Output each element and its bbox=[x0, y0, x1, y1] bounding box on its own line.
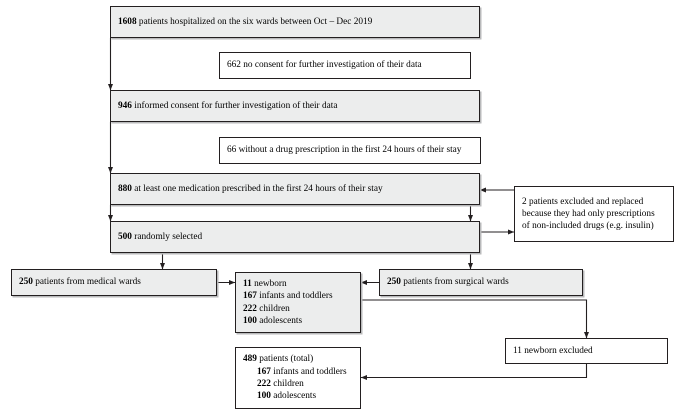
node-label-text: children bbox=[256, 303, 290, 314]
node-text-line: 66 without a drug prescription in the fi… bbox=[227, 144, 473, 156]
node-label-text: adolescents bbox=[256, 315, 303, 326]
node-text-line: because they had only prescriptions bbox=[522, 208, 666, 220]
node-label-text: infants and toddlers bbox=[256, 291, 333, 302]
node-label-text: patients (total) bbox=[256, 354, 314, 365]
node-newborn-excluded: 11 newborn excluded bbox=[505, 338, 668, 364]
node-no-consent: 662 no consent for further investigation… bbox=[219, 52, 471, 79]
node-label-text: informed consent for further investigati… bbox=[131, 100, 338, 111]
node-label-text: randomly selected bbox=[131, 231, 203, 242]
node-text-line: 11 newborn excluded bbox=[513, 345, 660, 357]
node-informed-consent: 946 informed consent for further investi… bbox=[110, 90, 480, 122]
node-count-value: 946 bbox=[118, 100, 132, 111]
node-count-value: 222 bbox=[243, 303, 257, 314]
node-label-text: 2 patients excluded and replaced bbox=[522, 196, 644, 207]
node-text-line: 880 at least one medication prescribed i… bbox=[118, 183, 472, 195]
node-label-text: at least one medication prescribed in th… bbox=[131, 183, 383, 194]
node-medical-wards: 250 patients from medical wards bbox=[11, 269, 217, 296]
node-label-text: infants and toddlers bbox=[270, 366, 347, 377]
node-text-line: 222 children bbox=[243, 303, 353, 315]
node-text-line: 489 patients (total) bbox=[243, 353, 353, 365]
node-text-line: 100 adolescents bbox=[243, 315, 353, 327]
node-label-text: patients hospitalized on the six wards b… bbox=[136, 16, 373, 27]
node-label-text: 11 newborn excluded bbox=[513, 345, 593, 356]
node-label-text: newborn bbox=[251, 278, 287, 289]
node-text-line: 222 children bbox=[243, 378, 353, 390]
connector-newbornexcluded-to-total bbox=[360, 364, 588, 381]
node-count-value: 222 bbox=[257, 379, 271, 389]
node-text-line: 11 newborn bbox=[243, 278, 353, 290]
node-label-text: patients from surgical wards bbox=[400, 277, 509, 288]
node-text-line: 662 no consent for further investigation… bbox=[227, 59, 463, 71]
node-count-value: 500 bbox=[118, 231, 132, 242]
node-label-text: patients from medical wards bbox=[32, 277, 141, 288]
node-count-value: 250 bbox=[387, 277, 401, 288]
node-label-text: children bbox=[270, 379, 304, 389]
node-label-text: adolescents bbox=[270, 391, 317, 402]
node-count-value: 100 bbox=[243, 315, 257, 326]
node-text-line: 500 randomly selected bbox=[118, 231, 472, 243]
node-count-value: 880 bbox=[118, 183, 132, 194]
node-no-prescription: 66 without a drug prescription in the fi… bbox=[219, 137, 481, 164]
connector-agegroups-to-newbornexcluded bbox=[361, 299, 590, 339]
node-hospitalized: 1608 patients hospitalized on the six wa… bbox=[110, 6, 480, 38]
node-randomly-selected: 500 randomly selected bbox=[110, 221, 480, 253]
node-count-value: 489 bbox=[243, 354, 257, 365]
node-text-line: 167 infants and toddlers bbox=[243, 366, 353, 378]
node-count-value: 1608 bbox=[118, 16, 137, 27]
node-surgical-wards: 250 patients from surgical wards bbox=[379, 269, 583, 296]
node-text-line: 946 informed consent for further investi… bbox=[118, 100, 472, 112]
node-text-line: 167 infants and toddlers bbox=[243, 290, 353, 302]
node-total-patients: 489 patients (total)167 infants and todd… bbox=[235, 347, 361, 409]
node-at-least-one-medication: 880 at least one medication prescribed i… bbox=[110, 173, 480, 205]
node-count-value: 11 bbox=[243, 278, 252, 289]
node-label-text: of non-included drugs (e.g. insulin) bbox=[522, 221, 654, 232]
node-label-text: 66 without a drug prescription in the fi… bbox=[227, 145, 462, 156]
node-text-line: 1608 patients hospitalized on the six wa… bbox=[118, 16, 472, 28]
node-label-text: 662 no consent for further investigation… bbox=[227, 60, 422, 71]
node-count-value: 100 bbox=[257, 391, 271, 402]
node-text-line: 250 patients from medical wards bbox=[19, 276, 209, 288]
node-text-line: 250 patients from surgical wards bbox=[387, 276, 575, 288]
node-text-line: of non-included drugs (e.g. insulin) bbox=[522, 220, 666, 232]
node-label-text: because they had only prescriptions bbox=[522, 208, 655, 219]
node-count-value: 167 bbox=[243, 291, 257, 302]
node-text-line: 2 patients excluded and replaced bbox=[522, 196, 666, 208]
node-count-value: 250 bbox=[19, 277, 33, 288]
node-text-line: 100 adolescents bbox=[243, 390, 353, 402]
node-count-value: 167 bbox=[257, 366, 271, 377]
